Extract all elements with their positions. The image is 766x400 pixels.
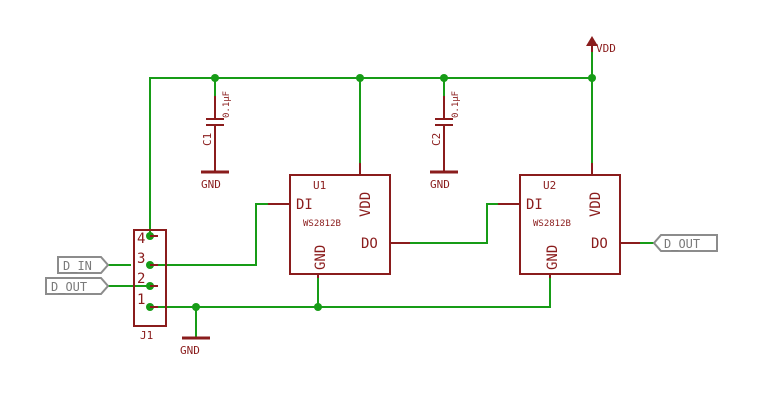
wire-u1-do-u2-di	[409, 203, 499, 244]
vdd-arrow-icon	[586, 36, 598, 46]
port-d-out-left-shape	[45, 277, 110, 295]
u1-body	[289, 174, 391, 275]
led-u1: U1 WS2812B DI DO VDD GND	[268, 163, 410, 278]
u1-part: WS2812B	[303, 219, 341, 229]
u2-do-label: DO	[591, 236, 608, 252]
u2-vdd-label: VDD	[588, 192, 604, 217]
j1-pin-3-num: 3	[137, 251, 145, 267]
c1-gnd-label: GND	[201, 178, 221, 191]
u2-part: WS2812B	[533, 219, 571, 229]
junction-dot	[192, 303, 200, 311]
u2-gnd-label: GND	[545, 245, 561, 270]
port-d-out-left: D_OUT	[45, 277, 110, 295]
port-d-out-right: D_OUT	[652, 234, 718, 252]
port-d-out-right-label: D_OUT	[664, 237, 700, 251]
j1-pin-2-num: 2	[137, 271, 145, 287]
j1-body	[133, 229, 167, 327]
j1-pin-1-num: 1	[137, 292, 145, 308]
u1-do-label: DO	[361, 236, 378, 252]
port-d-out-right-shape	[652, 234, 718, 252]
u1-di-label: DI	[296, 197, 313, 213]
j1-ref: J1	[140, 329, 153, 342]
junction-dot	[588, 74, 596, 82]
junction-dot	[356, 74, 364, 82]
vdd-symbol: VDD	[586, 36, 616, 55]
u1-gnd-label: GND	[313, 245, 329, 270]
port-d-in-shape	[57, 256, 110, 274]
j1-pin-4-num: 4	[137, 231, 145, 247]
u1-ref: U1	[313, 179, 326, 192]
u2-di-label: DI	[526, 197, 543, 213]
u2-body	[519, 174, 621, 275]
wire-din	[149, 203, 269, 266]
port-d-in: D_IN	[57, 256, 110, 274]
junction-dot	[314, 303, 322, 311]
capacitor-c1: 0.1µF C1 GND	[201, 91, 232, 191]
c2-ref: C2	[430, 133, 443, 146]
c2-gnd-label: GND	[430, 178, 450, 191]
led-u2: U2 WS2812B DI DO VDD GND	[498, 163, 640, 278]
vdd-label: VDD	[596, 42, 616, 55]
junctions	[146, 74, 596, 311]
wires	[107, 49, 655, 339]
c1-value: 0.1µF	[222, 91, 232, 118]
u2-ref: U2	[543, 179, 556, 192]
port-d-in-label: D_IN	[63, 259, 92, 273]
connector-j1: 4 3 2 1 J1 GND	[133, 229, 210, 357]
junction-dot	[211, 74, 219, 82]
capacitor-c2: 0.1µF C2 GND	[430, 91, 461, 191]
port-d-out-left-label: D_OUT	[51, 280, 87, 294]
j1-gnd-label: GND	[180, 344, 200, 357]
c1-ref: C1	[201, 133, 214, 146]
c2-value: 0.1µF	[451, 91, 461, 118]
u1-vdd-label: VDD	[358, 192, 374, 217]
junction-dot	[440, 74, 448, 82]
